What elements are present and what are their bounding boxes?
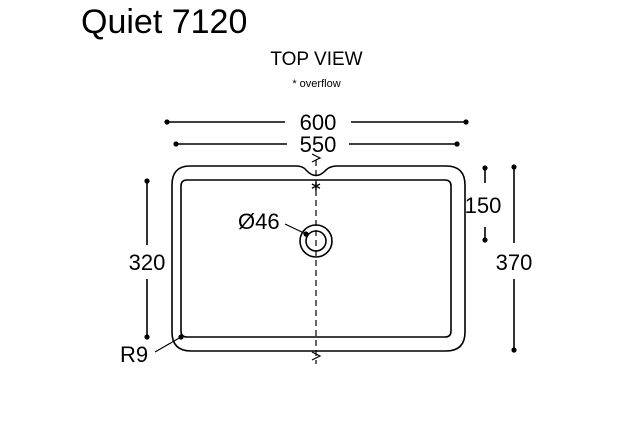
dim-label-600: 600: [300, 110, 337, 135]
overflow-note: * overflow: [292, 78, 341, 90]
centerline-marker-bottom: [311, 351, 322, 361]
dim-label-370: 370: [496, 250, 533, 275]
dim-dot-370-bottom: [511, 347, 517, 353]
basin-inner-outline: [180, 179, 452, 338]
dim-dot-320-bottom: [144, 334, 150, 340]
dim-label-150: 150: [465, 193, 502, 218]
view-title: TOP VIEW: [270, 49, 363, 70]
dim-dot-320-top: [144, 178, 150, 184]
dim-dot-150-bottom: [482, 237, 488, 243]
dim-label-550: 550: [300, 132, 337, 157]
dim-dot-550-right: [454, 141, 460, 147]
drain-leader-line: [284, 223, 307, 235]
dim-dot-550-left: [173, 141, 179, 147]
dim-dot-370-top: [511, 164, 517, 170]
product-title: Quiet 7120: [81, 3, 248, 41]
drain-inner-ring: [305, 230, 327, 252]
radius-leader-dot: [178, 334, 184, 340]
corner-radius-label: R9: [120, 342, 148, 367]
drain-outer-ring: [299, 224, 333, 258]
drain-diameter-label: Ø46: [238, 209, 280, 234]
dim-dot-150-top: [482, 165, 488, 171]
basin-outer-outline: [171, 165, 466, 352]
dim-dot-600-right: [463, 119, 469, 125]
drain-leader-dot: [303, 231, 309, 237]
dim-dot-600-left: [164, 119, 170, 125]
radius-leader-line: [154, 336, 182, 353]
centerline-marker-top: [311, 153, 322, 163]
dim-label-320: 320: [129, 250, 166, 275]
overflow-mark: *: [311, 179, 321, 200]
